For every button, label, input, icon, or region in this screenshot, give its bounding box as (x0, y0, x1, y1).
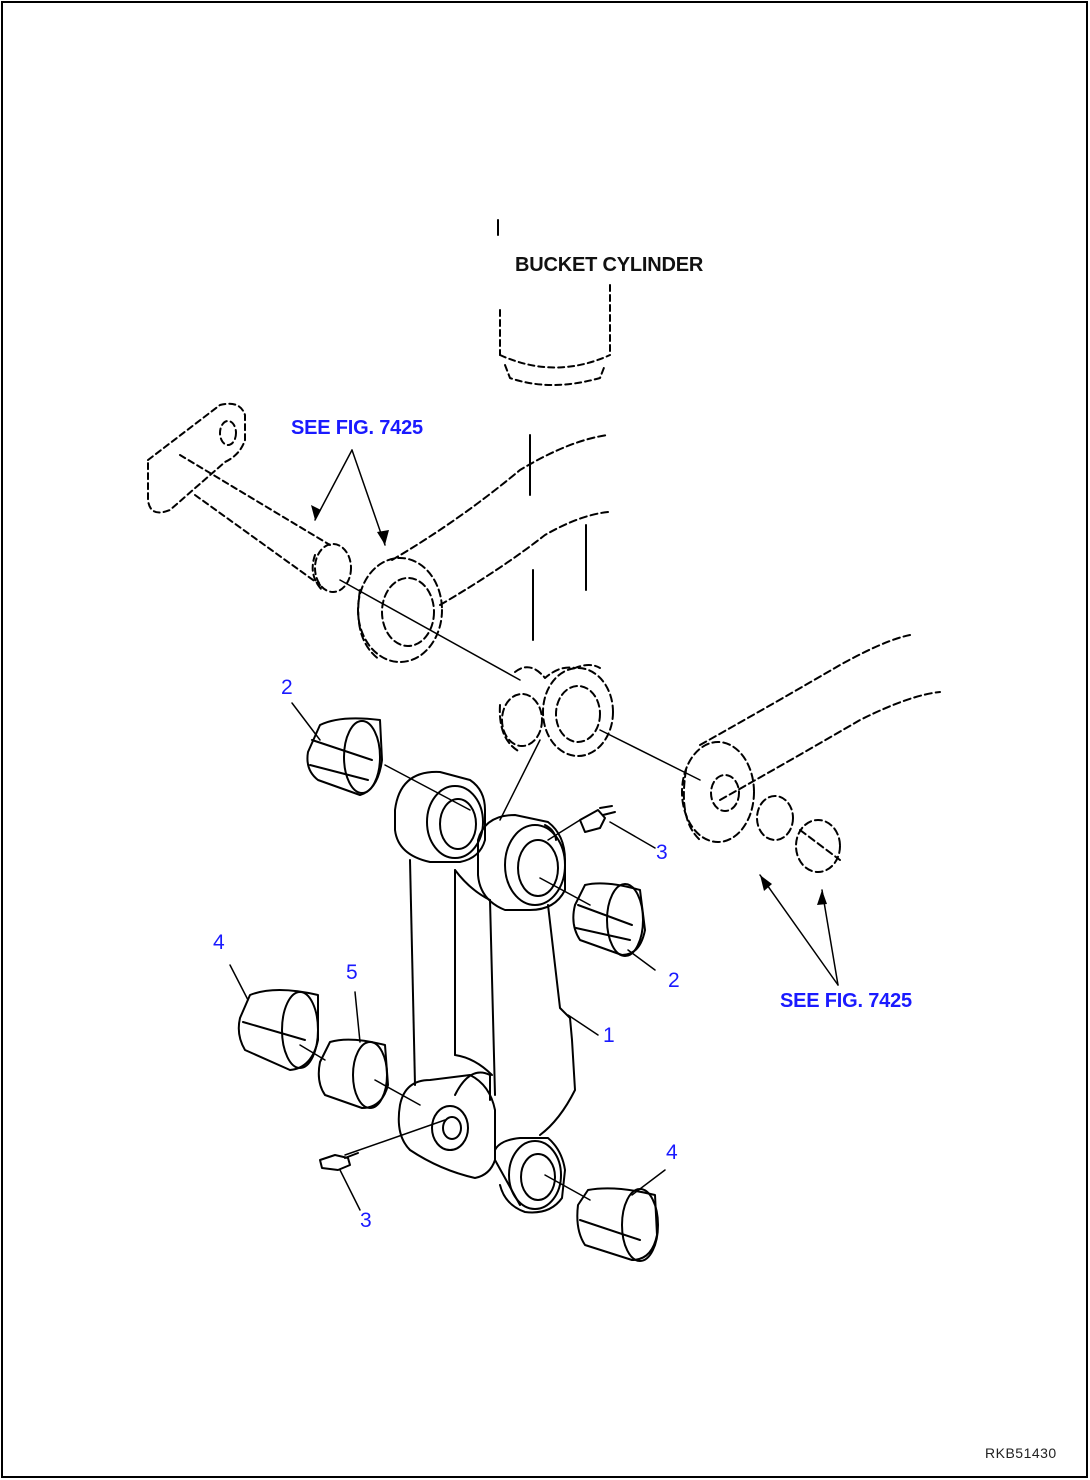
grease-fitting-part-3-lower (319, 1152, 359, 1171)
bucket-cylinder-outline (499, 284, 611, 386)
callout-part-5[interactable]: 5 (346, 961, 358, 984)
boom-outline (357, 434, 941, 873)
bushing-part-2-upper (306, 717, 383, 796)
label-see-fig-top[interactable]: SEE FIG. 7425 (291, 417, 423, 439)
callout-part-1[interactable]: 1 (603, 1024, 615, 1047)
spacer-part-5 (317, 1038, 389, 1109)
arrowheads (311, 505, 827, 905)
grease-fitting-part-3-upper (579, 805, 616, 833)
bushing-part-4-left (237, 989, 319, 1071)
bushing-part-2-lower (572, 882, 646, 957)
link-part-1 (394, 770, 576, 1214)
callout-part-2-upper[interactable]: 2 (281, 676, 293, 699)
leader-lines (229, 449, 839, 1211)
label-see-fig-bottom[interactable]: SEE FIG. 7425 (780, 990, 912, 1012)
callout-part-4-right[interactable]: 4 (666, 1141, 678, 1164)
assembly-centerlines (299, 579, 701, 1201)
pin-outline (147, 402, 352, 593)
callout-part-4-left[interactable]: 4 (213, 931, 225, 954)
label-bucket-cylinder: BUCKET CYLINDER (515, 254, 704, 276)
callout-part-2-lower[interactable]: 2 (668, 969, 680, 992)
callout-part-3-lower[interactable]: 3 (360, 1209, 372, 1232)
callout-part-3-upper[interactable]: 3 (656, 841, 668, 864)
drawing-code: RKB51430 (985, 1445, 1057, 1461)
